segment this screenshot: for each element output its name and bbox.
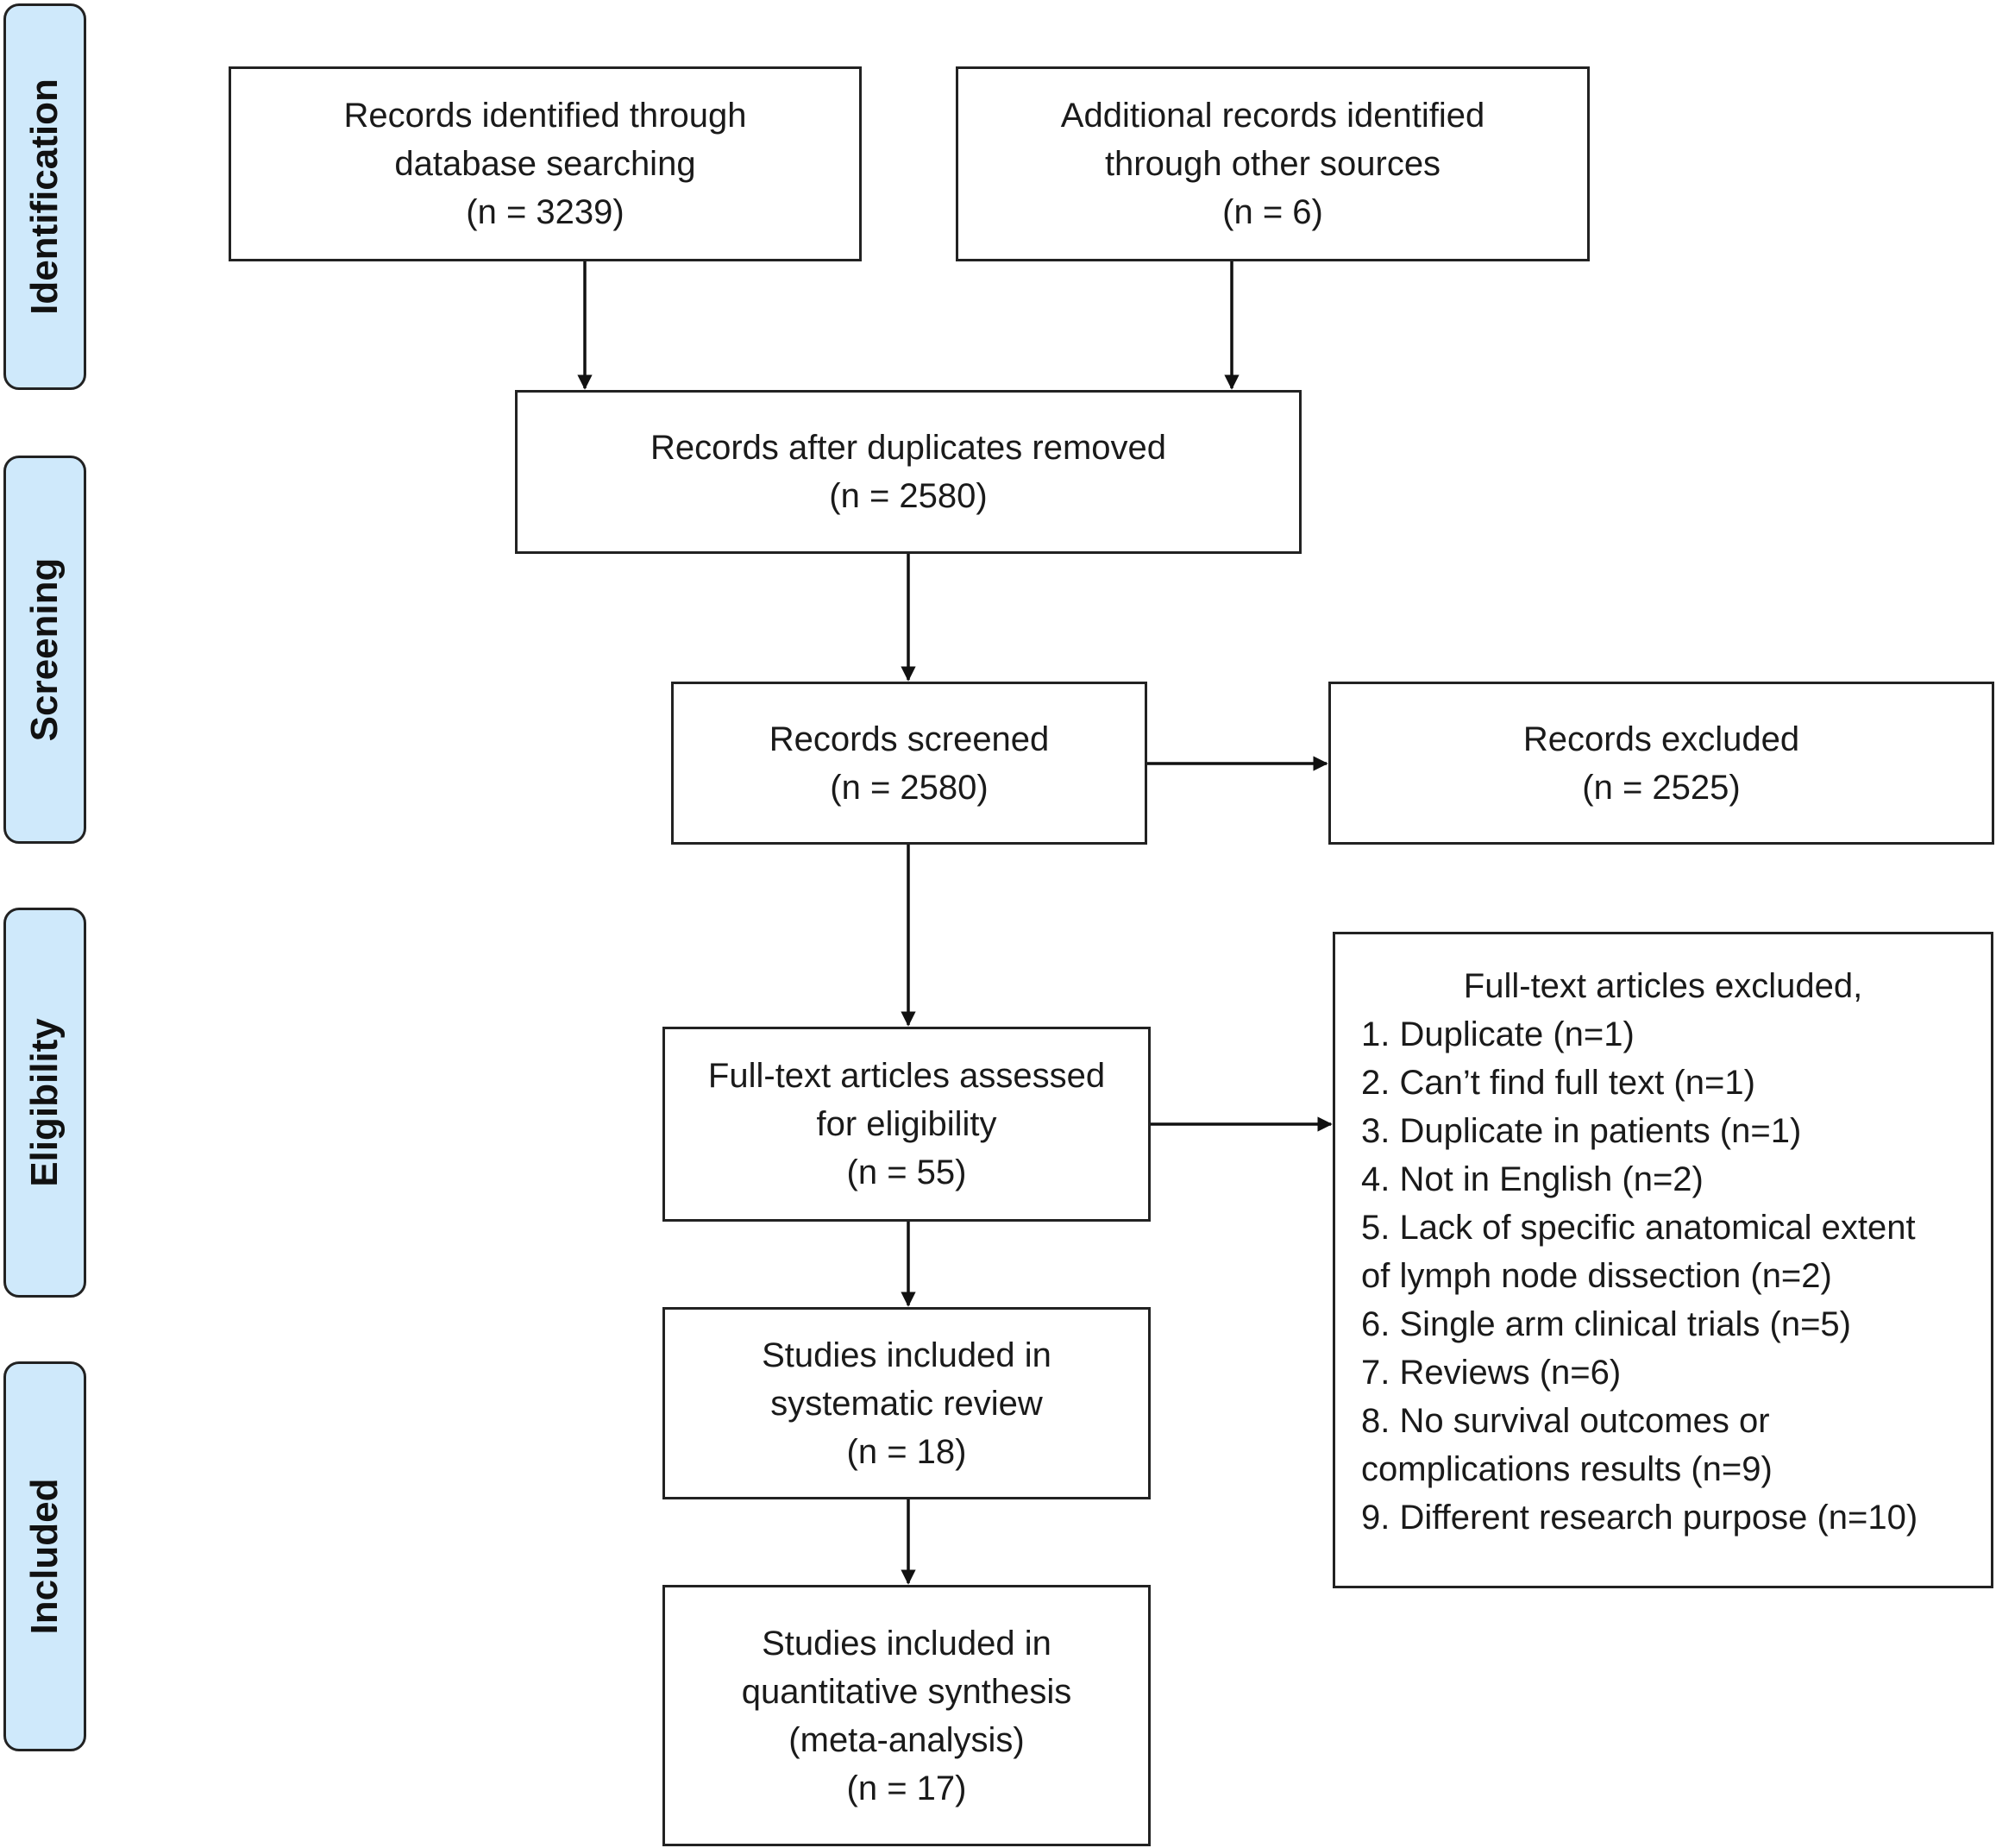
excluded-list-item: 6. Single arm clinical trials (n=5)	[1361, 1305, 1851, 1343]
box-line: quantitative synthesis	[741, 1672, 1072, 1711]
box-line: (n = 2525)	[1582, 768, 1741, 807]
excluded-list-item: complications results (n=9)	[1361, 1450, 1773, 1488]
box-systematic-review: Studies included in systematic review (n…	[662, 1307, 1151, 1499]
box-line: (n = 3239)	[466, 193, 625, 231]
box-line: (meta-analysis)	[788, 1720, 1025, 1759]
box-records-screened: Records screened (n = 2580)	[671, 682, 1147, 845]
box-records-excluded: Records excluded (n = 2525)	[1328, 682, 1994, 845]
box-line: systematic review	[770, 1384, 1043, 1423]
phase-eligibility: Eligibility	[3, 908, 86, 1298]
box-database-search: Records identified through database sear…	[229, 66, 862, 261]
box-line: Records screened	[769, 720, 1050, 758]
box-line: Additional records identified	[1060, 97, 1485, 135]
box-full-text-assessed: Full-text articles assessed for eligibil…	[662, 1027, 1151, 1222]
box-line: (n = 2580)	[830, 768, 989, 807]
excluded-list-item: 7. Reviews (n=6)	[1361, 1354, 1622, 1392]
excluded-list-item: 2. Can’t find full text (n=1)	[1361, 1064, 1755, 1102]
box-line: (n = 17)	[846, 1769, 967, 1807]
phase-identification: Identification	[3, 3, 86, 390]
excluded-list-item: 5. Lack of specific anatomical extent	[1361, 1209, 1916, 1247]
box-line: (n = 55)	[846, 1153, 967, 1191]
box-line: for eligibility	[816, 1105, 997, 1143]
box-line: Records excluded	[1522, 720, 1800, 758]
box-meta-analysis: Studies included in quantitative synthes…	[662, 1585, 1151, 1846]
excluded-list-item: 8. No survival outcomes or	[1361, 1402, 1770, 1440]
box-line: database searching	[394, 145, 696, 183]
box-line: through other sources	[1104, 145, 1441, 183]
excluded-list-item: 1. Duplicate (n=1)	[1361, 1015, 1635, 1053]
excluded-list-item: 3. Duplicate in patients (n=1)	[1361, 1112, 1802, 1150]
box-line: Records after duplicates removed	[650, 429, 1167, 467]
excluded-list-item: of lymph node dissection (n=2)	[1361, 1257, 1832, 1295]
excluded-list-item: 9. Different research purpose (n=10)	[1361, 1499, 1918, 1537]
box-line: Studies included in	[762, 1336, 1051, 1374]
box-full-text-excluded: Full-text articles excluded, 1. Duplicat…	[1333, 932, 1993, 1588]
phase-included: Included	[3, 1361, 86, 1751]
box-line: Records identified through	[343, 97, 747, 135]
box-after-duplicates: Records after duplicates removed (n = 25…	[515, 390, 1302, 554]
phase-screening: Screening	[3, 456, 86, 844]
box-line: (n = 2580)	[829, 477, 988, 515]
box-line: (n = 6)	[1222, 193, 1323, 231]
box-line: (n = 18)	[846, 1432, 967, 1471]
box-other-sources: Additional records identified through ot…	[956, 66, 1590, 261]
box-line: Full-text articles assessed	[707, 1057, 1106, 1095]
excluded-list-title: Full-text articles excluded,	[1463, 967, 1863, 1005]
box-line: Studies included in	[762, 1624, 1051, 1663]
excluded-list-item: 4. Not in English (n=2)	[1361, 1160, 1704, 1198]
